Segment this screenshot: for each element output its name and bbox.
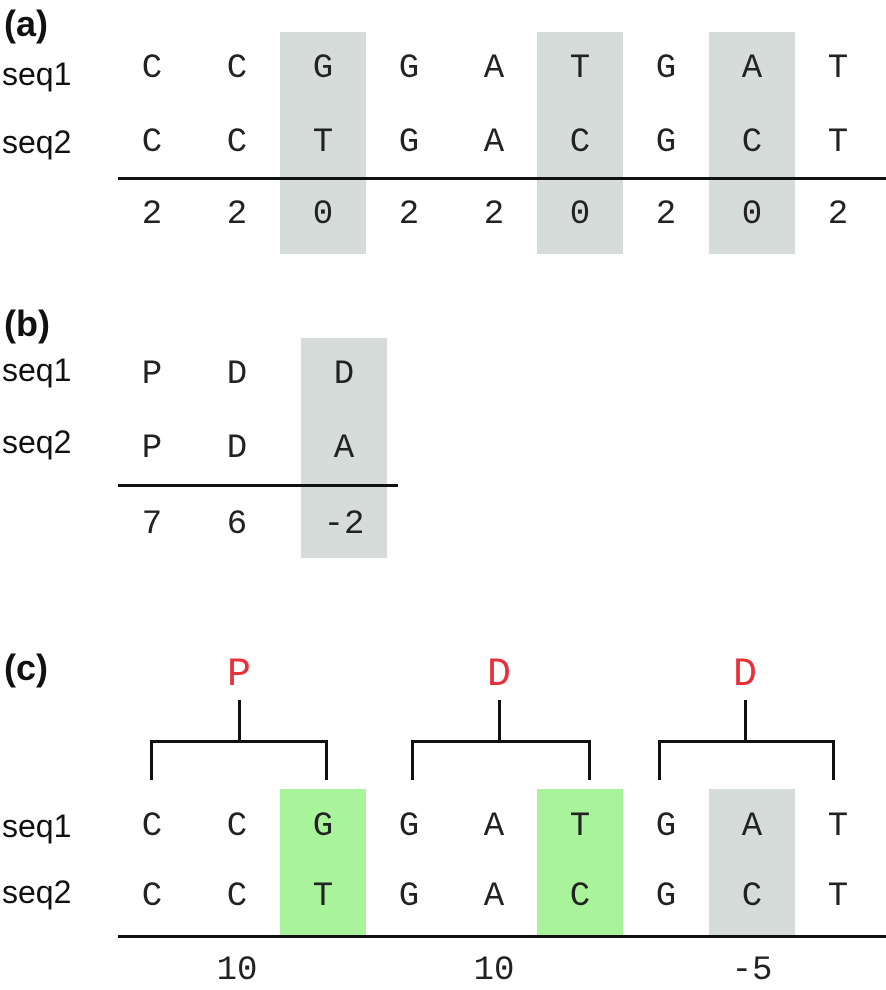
panel-a-seq2-base: T — [312, 124, 334, 162]
panel-a-seq1-base: C — [141, 50, 163, 88]
panel-a-seq1-label: seq1 — [2, 56, 72, 92]
panel-c-seq2-base: C — [141, 878, 163, 916]
panel-a-seq1-base: T — [569, 50, 591, 88]
panel-c-seq2-base: C — [226, 878, 248, 916]
panel-a-mismatch-shade — [709, 32, 795, 254]
panel-a-score: 0 — [569, 196, 591, 234]
panel-c-codon-score: 10 — [216, 952, 258, 990]
panel-a-mismatch-shade — [280, 32, 366, 254]
panel-b-seq1-residue: D — [333, 356, 355, 394]
panel-c-seq1-base: G — [398, 808, 420, 846]
panel-a-seq2-base: C — [226, 124, 248, 162]
panel-b-score: -2 — [323, 506, 365, 544]
panel-a-seq2-base: A — [483, 124, 505, 162]
panel-c-seq2-base: C — [741, 878, 763, 916]
panel-a-score: 2 — [141, 196, 163, 234]
panel-a-score: 2 — [483, 196, 505, 234]
panel-a-seq2-base: C — [141, 124, 163, 162]
panel-c-seq1-base: T — [827, 808, 849, 846]
panel-b-seq2-residue: P — [141, 430, 163, 468]
panel-b-seq1-residue: P — [141, 356, 163, 394]
panel-c-codon-bracket-left — [411, 740, 414, 780]
panel-b-score-rule — [118, 484, 398, 487]
panel-a-seq1-base: G — [398, 50, 420, 88]
panel-a-score: 2 — [655, 196, 677, 234]
panel-c-codon-bracket-bar — [150, 740, 328, 743]
panel-c-seq1-base: C — [226, 808, 248, 846]
panel-c-codon-bracket-stem — [238, 700, 241, 742]
panel-a-score: 2 — [827, 196, 849, 234]
panel-a-label: (a) — [4, 3, 48, 44]
panel-c-codon-bracket-left — [150, 740, 153, 780]
panel-b-seq2-residue: A — [333, 430, 355, 468]
panel-b-seq2-residue: D — [226, 430, 248, 468]
panel-c-codon-amino-acid: P — [226, 653, 251, 698]
panel-c-seq1-base: C — [141, 808, 163, 846]
panel-c-synonymous-shade — [280, 789, 366, 937]
panel-c-codon-bracket-bar — [411, 740, 591, 743]
panel-c-seq2-base: G — [655, 878, 677, 916]
panel-c-codon-bracket-bar — [658, 740, 835, 743]
panel-a-seq2-label: seq2 — [2, 124, 72, 160]
panel-a-seq2-base: C — [569, 124, 591, 162]
panel-c-seq1-base: G — [655, 808, 677, 846]
panel-a-seq1-base: G — [655, 50, 677, 88]
panel-c-seq1-base: G — [312, 808, 334, 846]
panel-c-seq2-label: seq2 — [2, 874, 72, 910]
panel-b-label: (b) — [4, 303, 50, 344]
panel-c-seq1-label: seq1 — [2, 808, 72, 844]
panel-a-seq2-base: G — [655, 124, 677, 162]
panel-c-codon-amino-acid: D — [486, 653, 511, 698]
panel-c-seq2-base: T — [827, 878, 849, 916]
panel-c-codon-bracket-right — [325, 740, 328, 780]
panel-b-score: 7 — [141, 506, 163, 544]
panel-a-seq2-base: T — [827, 124, 849, 162]
panel-b-seq1-residue: D — [226, 356, 248, 394]
panel-a-seq1-base: G — [312, 50, 334, 88]
panel-a-seq1-base: C — [226, 50, 248, 88]
panel-c-codon-bracket-stem — [498, 700, 501, 742]
panel-c-mismatch-shade — [709, 789, 795, 937]
panel-a-score-rule — [118, 177, 886, 180]
panel-c-seq2-base: A — [483, 878, 505, 916]
panel-a-seq1-base: A — [741, 50, 763, 88]
panel-c-seq2-base: T — [312, 878, 334, 916]
panel-a-score: 0 — [741, 196, 763, 234]
panel-c-score-rule — [118, 935, 886, 938]
panel-c-codon-score: 10 — [473, 952, 515, 990]
panel-c-seq2-base: C — [569, 878, 591, 916]
panel-a-score: 0 — [312, 196, 334, 234]
panel-c-seq1-base: T — [569, 808, 591, 846]
panel-c-codon-amino-acid: D — [732, 653, 757, 698]
panel-a-seq1-base: A — [483, 50, 505, 88]
panel-c-seq1-base: A — [483, 808, 505, 846]
panel-c-codon-bracket-right — [588, 740, 591, 780]
panel-c-synonymous-shade — [537, 789, 623, 937]
panel-c-codon-bracket-right — [832, 740, 835, 780]
panel-c-seq2-base: G — [398, 878, 420, 916]
panel-a-score: 2 — [398, 196, 420, 234]
panel-c-codon-bracket-left — [658, 740, 661, 780]
panel-c-codon-bracket-stem — [744, 700, 747, 742]
panel-a-seq2-base: G — [398, 124, 420, 162]
panel-c-label: (c) — [4, 647, 48, 688]
panel-b-score: 6 — [226, 506, 248, 544]
panel-a-seq2-base: C — [741, 124, 763, 162]
panel-a-seq1-base: T — [827, 50, 849, 88]
panel-b-seq2-label: seq2 — [2, 424, 72, 460]
panel-b-mismatch-shade — [301, 338, 387, 558]
panel-c-codon-score: -5 — [731, 952, 773, 990]
panel-c-seq1-base: A — [741, 808, 763, 846]
panel-a-score: 2 — [226, 196, 248, 234]
panel-b-seq1-label: seq1 — [2, 352, 72, 388]
panel-a-mismatch-shade — [537, 32, 623, 254]
